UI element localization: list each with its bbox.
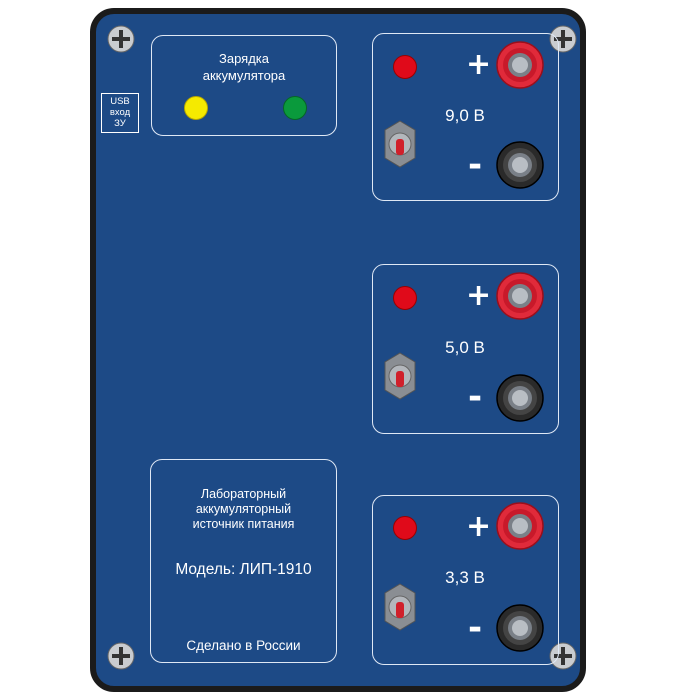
screw-top-left-icon — [107, 25, 135, 53]
description-line: аккумуляторный — [195, 502, 292, 516]
screw-top-right-icon — [549, 25, 577, 53]
description-line: Лабораторный — [200, 487, 287, 501]
yellow-led-icon — [184, 96, 208, 120]
minus-sign: - — [468, 145, 483, 185]
charging-indicator-box — [151, 35, 337, 136]
usb-label-line: ЗУ — [114, 118, 126, 129]
usb-label-line: вход — [109, 107, 131, 118]
negative-terminal-icon[interactable] — [496, 141, 544, 189]
minus-sign: - — [468, 377, 483, 417]
charging-title-line: аккумулятора — [202, 68, 286, 83]
negative-terminal-icon[interactable] — [496, 374, 544, 422]
output-box-5v — [372, 264, 559, 434]
positive-terminal-icon[interactable] — [496, 41, 544, 89]
charging-title-line: Зарядка — [219, 51, 269, 66]
device-info-box — [150, 459, 337, 663]
power-supply-panel — [90, 8, 586, 692]
toggle-switch-icon[interactable] — [382, 119, 418, 169]
output-box-3v3 — [372, 495, 559, 665]
output-box-9v — [372, 33, 559, 201]
description-line: источник питания — [192, 517, 295, 531]
toggle-switch-icon[interactable] — [382, 351, 418, 401]
minus-sign: - — [468, 608, 483, 648]
screw-bottom-left-icon — [107, 642, 135, 670]
plus-sign: + — [466, 47, 492, 82]
positive-terminal-icon[interactable] — [496, 502, 544, 550]
made-in-label: Сделано в России — [186, 638, 301, 653]
usb-input-label[interactable]: USB вход ЗУ — [101, 93, 139, 133]
plus-sign: + — [466, 509, 492, 544]
charging-title: Зарядка аккумулятора — [151, 50, 337, 84]
voltage-label-5v: 5,0 В — [445, 338, 485, 357]
toggle-switch-icon[interactable] — [382, 582, 418, 632]
red-led-icon — [393, 516, 417, 540]
voltage-label-3v3: 3,3 В — [445, 568, 485, 587]
positive-terminal-icon[interactable] — [496, 272, 544, 320]
red-led-icon — [393, 286, 417, 310]
device-description: Лабораторный аккумуляторный источник пит… — [150, 487, 337, 532]
usb-label-line: USB — [110, 96, 130, 107]
red-led-icon — [393, 55, 417, 79]
green-led-icon — [283, 96, 307, 120]
negative-terminal-icon[interactable] — [496, 604, 544, 652]
plus-sign: + — [466, 278, 492, 313]
voltage-label-9v: 9,0 В — [445, 106, 485, 125]
model-label: Модель: ЛИП-1910 — [175, 561, 312, 578]
